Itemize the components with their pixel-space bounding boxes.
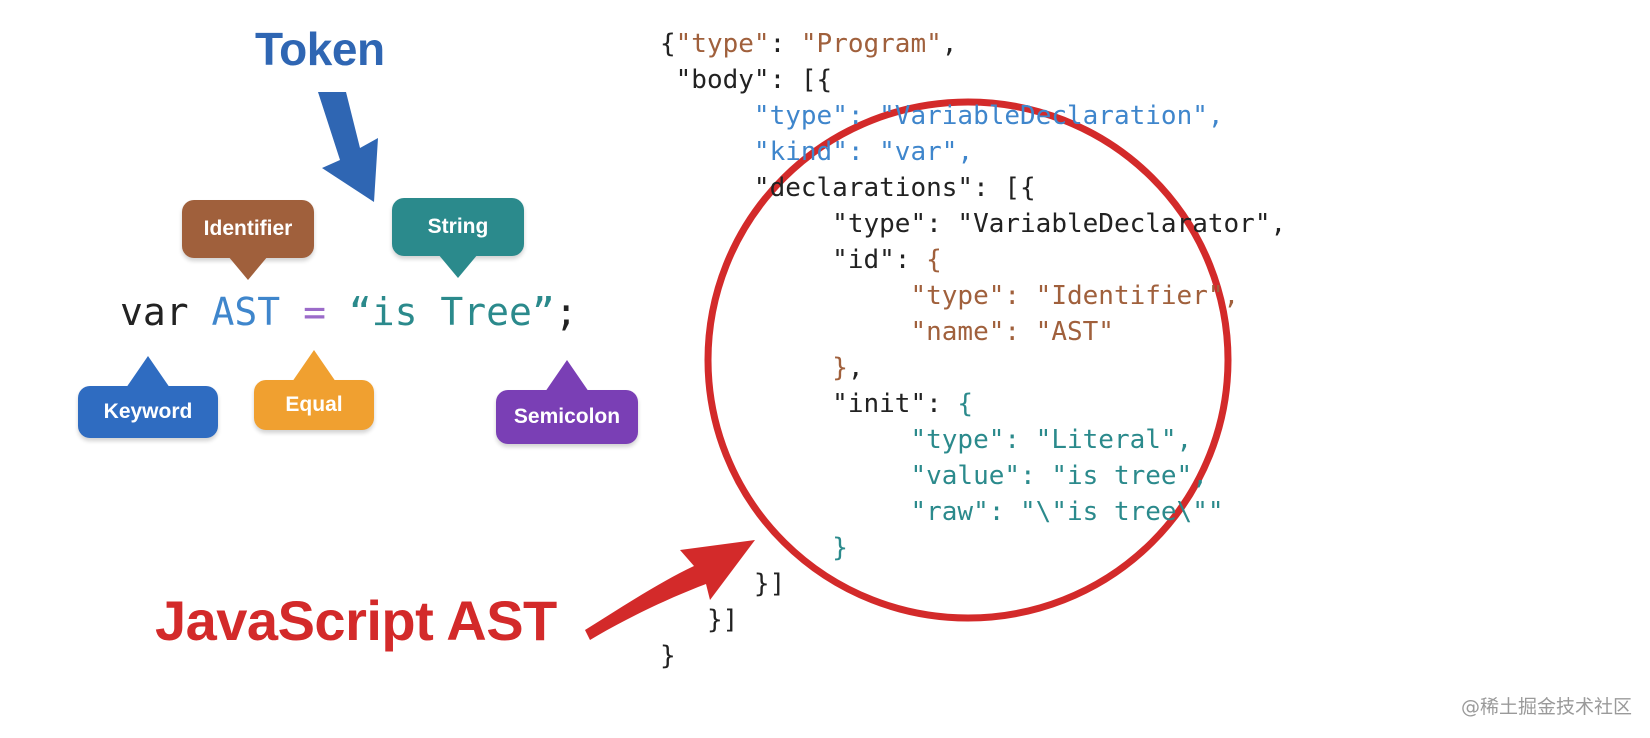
code-line: "type": "Literal", <box>660 422 1286 458</box>
code-line: "id": { <box>660 242 1286 278</box>
code-line: "kind": "var", <box>660 134 1286 170</box>
code-line: }] <box>660 602 1286 638</box>
code-token <box>660 281 910 311</box>
code-token: "type": "Literal", <box>910 425 1193 455</box>
code-token: "type": "VariableDeclarator", <box>660 209 1287 239</box>
ast-title: JavaScript AST <box>155 589 557 652</box>
code-line: } <box>660 530 1286 566</box>
code-line: {"type": "Program", <box>660 26 1286 62</box>
code-token: : <box>847 101 880 131</box>
equal-bubble-label: Equal <box>285 393 343 416</box>
code-line: }] <box>660 566 1286 602</box>
blue-arrow-icon <box>318 92 378 202</box>
code-token: , <box>847 353 864 383</box>
code-token <box>660 101 754 131</box>
source-string: “is Tree” <box>348 290 555 334</box>
code-token: "VariableDeclaration" <box>879 101 1208 131</box>
code-token: { <box>926 245 942 275</box>
code-token: "init": <box>660 389 958 419</box>
code-token <box>660 317 910 347</box>
code-token: "raw": "\"is tree\"" <box>910 497 1224 527</box>
code-token <box>660 137 754 167</box>
code-token: }] <box>660 569 786 599</box>
keyword-bubble: Keyword <box>78 356 218 438</box>
equal-bubble: Equal <box>254 350 374 430</box>
code-token: } <box>832 533 848 563</box>
semicolon-bubble-label: Semicolon <box>513 405 621 428</box>
code-token <box>660 461 910 491</box>
code-token: , <box>957 137 974 167</box>
code-token: "type" <box>753 101 848 131</box>
code-token <box>660 533 832 563</box>
code-token: "Program" <box>800 29 942 59</box>
code-token: "name": "AST" <box>910 317 1114 347</box>
code-token: { <box>660 29 676 59</box>
code-token: "body": [{ <box>660 65 833 95</box>
code-token: "id": <box>660 245 927 275</box>
code-token: { <box>957 389 974 419</box>
code-token <box>660 425 910 455</box>
code-token: "type" <box>675 29 770 59</box>
code-token: "var" <box>879 137 958 167</box>
code-token: , <box>941 29 958 59</box>
code-token: } <box>832 353 848 383</box>
identifier-bubble-label: Identifier <box>203 217 293 240</box>
semicolon-bubble: Semicolon <box>496 360 638 444</box>
code-line: "name": "AST" <box>660 314 1286 350</box>
code-line: "body": [{ <box>660 62 1286 98</box>
code-line: "type": "VariableDeclarator", <box>660 206 1286 242</box>
code-line: "init": { <box>660 386 1286 422</box>
ast-code-block: {"type": "Program", "body": [{ "type": "… <box>660 26 1286 674</box>
code-token: : <box>847 137 880 167</box>
code-line: "value": "is tree", <box>660 458 1286 494</box>
code-line: } <box>660 638 1286 674</box>
watermark: @稀土掘金技术社区 <box>1460 696 1632 718</box>
code-token: } <box>660 641 676 671</box>
code-token <box>660 497 910 527</box>
code-token: "type": "Identifier", <box>910 281 1240 311</box>
red-arrow-icon <box>585 540 755 640</box>
source-code-line: var AST = “is Tree”; <box>120 290 578 334</box>
string-bubble-label: String <box>427 215 489 238</box>
code-token <box>660 353 832 383</box>
identifier-bubble: Identifier <box>182 200 314 280</box>
code-token: "kind" <box>753 137 848 167</box>
source-identifier: AST <box>211 290 281 334</box>
code-line: "type": "Identifier", <box>660 278 1286 314</box>
code-line: "type": "VariableDeclaration", <box>660 98 1286 134</box>
code-line: "raw": "\"is tree\"" <box>660 494 1286 530</box>
code-token: "declarations": [{ <box>660 173 1036 203</box>
code-token: , <box>1207 101 1224 131</box>
code-line: "declarations": [{ <box>660 170 1286 206</box>
keyword-bubble-label: Keyword <box>103 400 193 423</box>
code-line: }, <box>660 350 1286 386</box>
string-bubble: String <box>392 198 524 278</box>
code-token: : <box>769 29 801 59</box>
source-keyword: var <box>120 290 189 334</box>
token-title: Token <box>255 23 385 75</box>
source-equal: = <box>303 290 326 334</box>
code-token: "value": "is tree", <box>910 461 1208 491</box>
source-semicolon: ; <box>554 290 578 334</box>
code-token: }] <box>660 605 739 635</box>
highlight-circle <box>704 98 1232 622</box>
